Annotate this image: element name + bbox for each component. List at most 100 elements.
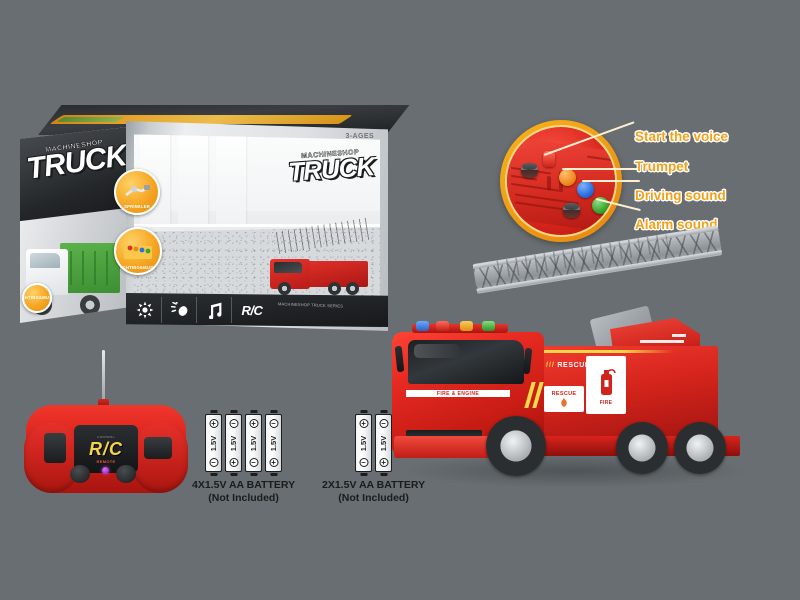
button-trumpet[interactable]: [559, 169, 576, 186]
lamp-blue: [416, 321, 429, 331]
remote-micro-text: CONTROL: [97, 434, 115, 439]
window-floor-edge: [134, 224, 380, 228]
panel-knob-bottom: [563, 203, 580, 218]
box-side-dark-area: [20, 127, 128, 222]
remote-button-right[interactable]: [116, 465, 136, 483]
box-top-accent-strip: [49, 115, 353, 124]
battery-caption-line2: (Not Included): [208, 492, 279, 505]
garbage-truck-wheel-rear: [80, 295, 100, 315]
rescue-band-decal: /// RESCUE: [546, 362, 591, 369]
battery-voltage: 1.5V: [229, 435, 239, 451]
flame-icon: [561, 398, 567, 407]
battery-cell: – 1.5V +: [265, 410, 283, 476]
package-box: MACHINESHOP TRUCK LIGHTING&MUSIC: [20, 105, 410, 331]
side-feature-badge-label: LIGHTING&MUSIC: [24, 294, 52, 300]
boxed-truck-wheel-mid: [328, 282, 341, 295]
battery-polarity-top: –: [269, 419, 279, 428]
garbage-truck-body: [60, 243, 120, 293]
sprinkler-icon: [125, 185, 150, 197]
battery-voltage: 1.5V: [249, 435, 259, 451]
leader-line-2: [562, 168, 638, 170]
cab-grille-upper: [406, 430, 482, 438]
rescue-band-label: RESCUE: [557, 362, 591, 369]
battery-cell: – 1.5V +: [375, 410, 393, 476]
battery-cell: – 1.5V +: [225, 410, 243, 476]
mirror-left: [394, 345, 405, 373]
box-strip-text: MACHINESHOP TRUCK SERIES: [278, 301, 344, 309]
battery-cell: + 1.5V –: [355, 410, 373, 476]
boxed-truck-wheel-front: [278, 282, 291, 295]
battery-polarity-bottom: +: [229, 458, 239, 467]
box-front-logo: MACHINESHOP TRUCK: [287, 148, 376, 187]
battery-caption: 2X1.5V AA BATTERY (Not Included): [322, 479, 425, 505]
rescue-tag-decal: RESCUE: [544, 386, 584, 412]
lamp-amber: [460, 321, 473, 331]
lamp-red: [436, 321, 449, 331]
battery-row: + 1.5V – – 1.5V +: [322, 410, 425, 476]
garbage-truck-window: [30, 253, 60, 268]
battery-voltage: 1.5V: [209, 435, 219, 451]
battery-caption: 4X1.5V AA BATTERY (Not Included): [192, 479, 295, 505]
side-feature-badge: LIGHTING&MUSIC: [22, 283, 52, 313]
remote-sub-text: REMOTE: [96, 458, 116, 464]
boxed-truck-cab: [270, 259, 310, 289]
battery-polarity-bottom: +: [379, 458, 389, 467]
music-icon: [198, 297, 232, 323]
truck-cab: FIRE & ENGINE: [392, 332, 544, 457]
remote-logo-text: R/C: [89, 438, 123, 459]
battery-cell: + 1.5V –: [245, 410, 263, 476]
control-panel-icon: [124, 245, 152, 259]
battery-group-2aa: + 1.5V – – 1.5V + 2X1.5V AA BATTERY (Not…: [322, 410, 425, 505]
mirror-right: [522, 347, 533, 375]
sprinkler-icon: [128, 297, 162, 323]
rc-icon-label: R/C: [241, 302, 263, 318]
battery-caption-line1: 2X1.5V AA BATTERY: [322, 479, 426, 491]
remote-shell: CONTROL R/C REMOTE: [24, 405, 188, 493]
light-icon: [163, 297, 197, 323]
roof-light-bar: [412, 321, 508, 333]
boxed-truck-window: [274, 262, 302, 273]
wheel-middle: [616, 422, 668, 474]
callout-label-trumpet: Trumpet: [635, 159, 689, 174]
battery-polarity-bottom: +: [269, 458, 279, 467]
box-side-panel: MACHINESHOP TRUCK LIGHTING&MUSIC: [20, 127, 128, 323]
rc-icon: R/C: [233, 297, 271, 323]
wheel-front: [486, 416, 546, 476]
remote-control[interactable]: CONTROL R/C REMOTE: [24, 350, 188, 500]
battery-polarity-bottom: –: [359, 458, 369, 467]
callout-label-driving-sound: Driving sound: [635, 188, 726, 203]
panel-knob-left: [521, 163, 538, 178]
fire-truck-toy: FIRE FIRE & ENGINE /// RESCUE RESCUE: [380, 225, 800, 510]
age-badge: 3-AGES: [345, 133, 374, 140]
cab-windshield: [408, 340, 524, 384]
box-front-brand-main: TRUCK: [287, 151, 376, 187]
battery-voltage: 1.5V: [269, 435, 279, 451]
antenna: [102, 350, 105, 402]
battery-polarity-top: +: [209, 419, 219, 428]
window-wall-panel-3: [216, 134, 246, 224]
antenna-base: [98, 399, 109, 409]
remote-lever-left[interactable]: [44, 433, 66, 463]
feature-icon-strip: R/C MACHINESHOP TRUCK SERIES: [126, 293, 388, 327]
battery-row: + 1.5V – – 1.5V + + 1.5V – – 1.5V +: [192, 410, 295, 476]
battery-polarity-bottom: –: [209, 458, 219, 467]
battery-polarity-top: –: [379, 419, 389, 428]
leader-line-3: [582, 180, 640, 182]
boxed-truck-ladder: [270, 217, 374, 255]
power-led: [102, 467, 109, 474]
battery-voltage: 1.5V: [359, 435, 369, 451]
button-driving-sound[interactable]: [577, 181, 594, 198]
window-wall-panel-2: [178, 134, 208, 224]
remote-lever-right[interactable]: [144, 437, 172, 459]
lamp-green: [482, 321, 495, 331]
badge-sprinkler: SPRINKLER: [114, 169, 160, 215]
battery-caption-line2: (Not Included): [338, 492, 409, 505]
fire-extinguisher-label: FIRE: [599, 399, 613, 406]
badge-lighting-music: LIGHTING&MUSIC: [114, 227, 162, 275]
boxed-fire-truck: [264, 217, 374, 297]
remote-button-left[interactable]: [70, 465, 90, 483]
battery-polarity-bottom: –: [249, 458, 259, 467]
rescue-tag-label: RESCUE: [551, 391, 577, 397]
callout-label-start-the-voice: Start the voice: [635, 129, 729, 144]
